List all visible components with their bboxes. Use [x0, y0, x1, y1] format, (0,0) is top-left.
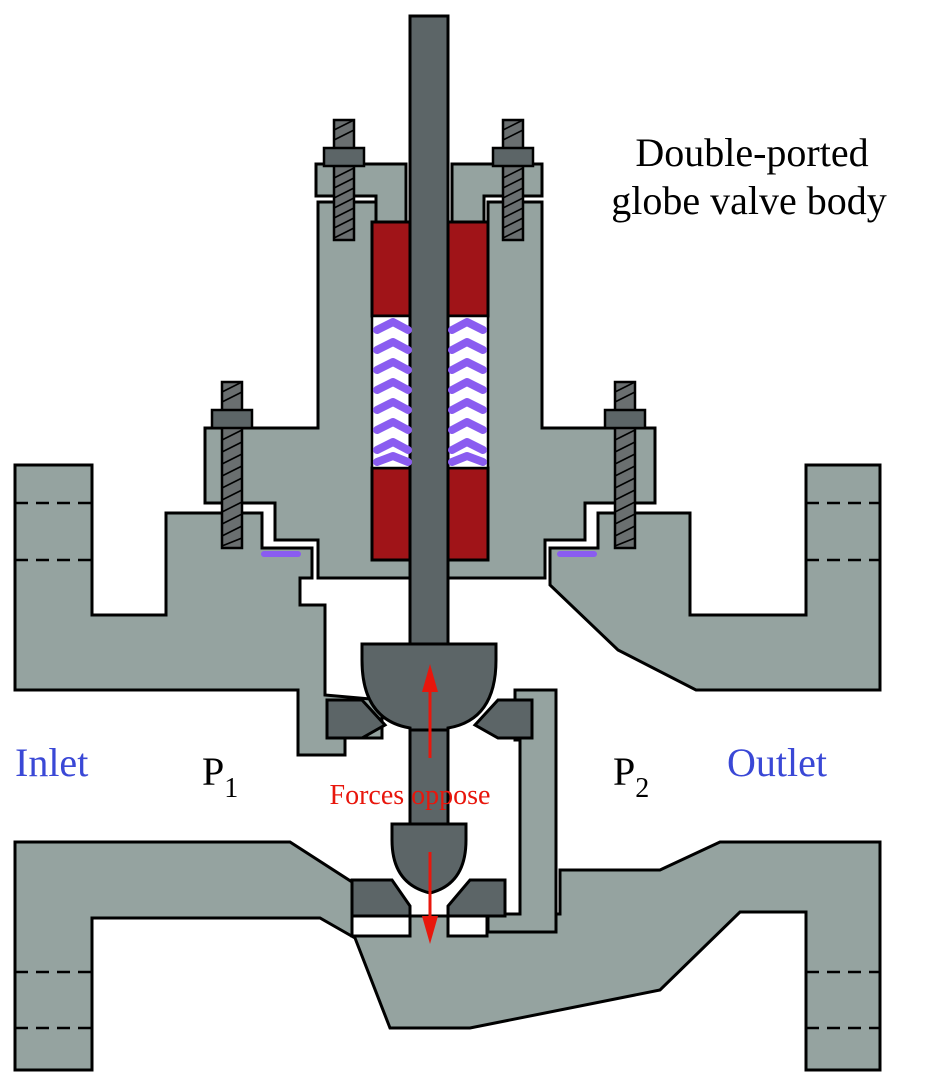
upper-seat-right: [472, 698, 534, 740]
stud-bonnet-right: [603, 380, 647, 550]
p1-label: P1: [202, 749, 238, 804]
stud-top-left: [322, 118, 366, 242]
upper-seat-left: [325, 698, 388, 740]
stud-bonnet-left: [210, 380, 254, 550]
outlet-label: Outlet: [727, 740, 827, 785]
packing-spring-right: [448, 318, 487, 466]
title-line-2: globe valve body: [611, 178, 887, 223]
lower-seat-left: [350, 878, 412, 918]
p2-label: P2: [613, 749, 649, 804]
valve-stem: [408, 14, 450, 648]
force-arrow-up: [422, 664, 438, 758]
lower-body: [13, 840, 882, 1072]
forces-oppose-label: Forces oppose: [330, 780, 491, 811]
upper-left-body: [13, 463, 384, 757]
stud-top-right: [491, 118, 535, 242]
lower-seat-right: [446, 878, 507, 918]
packing-spring-left: [373, 318, 412, 466]
title-line-1: Double-ported: [635, 130, 868, 175]
force-arrow-down: [422, 852, 438, 944]
inlet-label: Inlet: [15, 740, 88, 785]
flange-bolt-lines: [15, 501, 880, 1030]
